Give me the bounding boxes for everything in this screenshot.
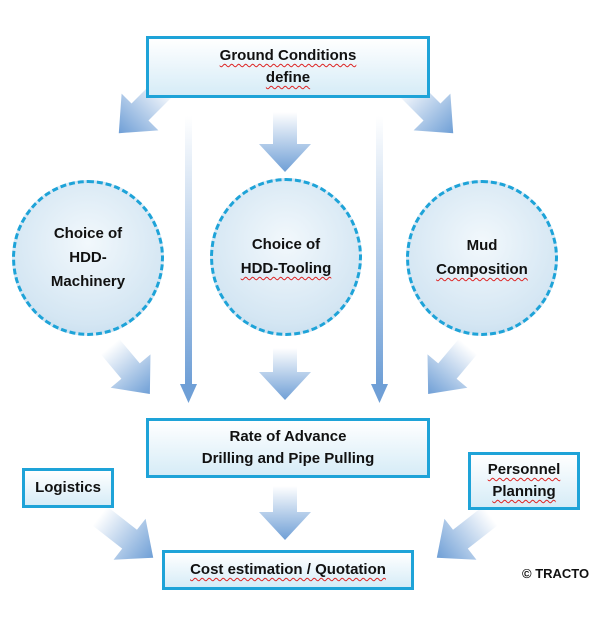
arrow-personnel-to-cost: [436, 506, 498, 560]
logistics-box: Logistics: [22, 468, 114, 508]
arrow-logistics-to-cost: [92, 506, 154, 560]
mud-circle: Mud Composition: [406, 180, 558, 336]
ground-conditions-line2: define: [265, 69, 311, 86]
personnel-line2: Planning: [492, 483, 556, 500]
arrow-ground-to-tooling: [259, 112, 311, 172]
machinery-line1: Choice of: [53, 225, 123, 242]
mud-line2: Composition: [436, 261, 528, 278]
machinery-circle: Choice of HDD- Machinery: [12, 180, 164, 336]
tooling-line2: HDD-Tooling: [240, 260, 332, 277]
arrow-machinery-to-rate: [100, 338, 151, 395]
arrow-ground-to-rate-right: [371, 116, 388, 403]
personnel-line1: Personnel: [487, 461, 561, 478]
personnel-planning-box: Personnel Planning: [468, 452, 580, 510]
arrow-ground-to-rate-left: [180, 116, 197, 403]
arrow-mud-to-rate: [427, 338, 478, 395]
arrow-tooling-to-rate: [259, 348, 311, 400]
rate-of-advance-box: Rate of Advance Drilling and Pipe Pullin…: [146, 418, 430, 478]
machinery-line2: HDD-: [69, 249, 107, 266]
ground-conditions-box: Ground Conditions define: [146, 36, 430, 98]
arrow-rate-to-cost: [259, 486, 311, 540]
copyright-text: © TRACTO: [522, 566, 590, 581]
ground-conditions-line1: Ground Conditions: [219, 47, 357, 64]
tooling-circle: Choice of HDD-Tooling: [210, 178, 362, 336]
cost-estimation-box: Cost estimation / Quotation: [162, 550, 414, 590]
rate-line2: Drilling and Pipe Pulling: [201, 450, 375, 467]
tooling-line1: Choice of: [251, 236, 321, 253]
rate-line1: Rate of Advance: [229, 428, 347, 445]
machinery-line3: Machinery: [50, 273, 126, 290]
cost-label: Cost estimation / Quotation: [190, 561, 386, 578]
logistics-label: Logistics: [35, 479, 101, 496]
mud-line1: Mud: [466, 237, 498, 254]
